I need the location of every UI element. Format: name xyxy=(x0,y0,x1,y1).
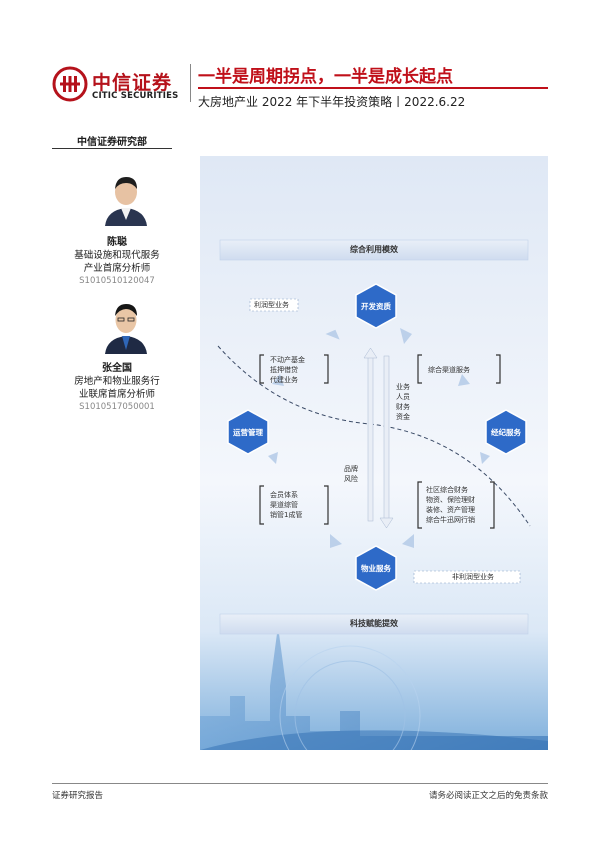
analyst-name: 张全国 xyxy=(102,363,132,374)
bracket-item: 综合渠道服务 xyxy=(428,366,470,374)
analyst-info: 张全国 房地产和物业服务行 业联席首席分析师 S1010517050001 xyxy=(52,362,182,414)
logo-chinese-name: 中信证券 xyxy=(92,72,173,94)
bracket-item: 代建业务 xyxy=(270,376,298,384)
person-icon xyxy=(101,296,151,354)
bracket-right-bottom: 社区综合财务 物资、保险理财 装修、资产管理 综合牛迅网行销 xyxy=(426,485,475,525)
analyst-certificate: S1010510120047 xyxy=(79,276,155,286)
center-item: 人员 xyxy=(396,393,410,401)
bracket-item: 不动产基金 xyxy=(270,356,305,364)
hex-left-label: 运营管理 xyxy=(233,428,263,437)
analyst-info: 陈聪 基础设施和现代服务 产业首席分析师 S1010510120047 xyxy=(52,236,182,288)
hex-left xyxy=(227,409,269,455)
logo-english-name: CITIC SECURITIES xyxy=(92,91,179,101)
bottom-bar-label: 科技赋能提效 xyxy=(350,619,398,628)
bracket-item: 综合牛迅网行销 xyxy=(426,516,475,524)
bracket-item: 物资、保险理财 xyxy=(426,496,475,504)
diagram-background xyxy=(200,156,548,750)
center-item: 业务 xyxy=(396,383,410,391)
person-icon xyxy=(101,168,151,226)
bracket-item: 抵押借贷 xyxy=(270,366,298,374)
report-title: 一半是周期拐点，一半是成长起点 xyxy=(198,67,453,87)
footer-report-type: 证券研究报告 xyxy=(52,791,104,801)
analyst-avatar xyxy=(101,168,151,226)
bracket-item: 会员体系 xyxy=(270,491,298,499)
analyst-name: 陈聪 xyxy=(107,237,127,248)
bracket-item: 渠道综管 xyxy=(270,501,298,509)
hex-right-label: 经纪服务 xyxy=(491,428,521,437)
analyst-title: 产业首席分析师 xyxy=(83,263,151,274)
bracket-right-top: 综合渠道服务 xyxy=(428,365,470,375)
bracket-item: 装修、资产管理 xyxy=(426,506,475,514)
hex-right xyxy=(485,409,527,455)
analyst-avatar xyxy=(101,296,151,354)
citic-logo-mark-icon xyxy=(52,66,88,102)
center-item: 风险 xyxy=(344,475,358,483)
center-left-labels: 品牌 风险 xyxy=(344,464,358,484)
footer-disclaimer-note: 请务必阅读正文之后的免责条款 xyxy=(428,791,548,801)
title-underline xyxy=(198,87,548,89)
center-item: 品牌 xyxy=(344,465,358,473)
header-separator xyxy=(190,64,191,102)
center-item: 资金 xyxy=(396,413,410,421)
analyst-certificate: S1010517050001 xyxy=(79,402,155,412)
center-item: 财务 xyxy=(396,403,410,411)
top-bar xyxy=(219,239,529,261)
top-bar-label: 综合利用模效 xyxy=(350,245,398,254)
analyst-title: 基础设施和现代服务 xyxy=(74,250,160,261)
business-model-diagram: 综合利用模效 科技赋能提效 开发资质 运营管理 经纪服务 物业服务 利润型业务 … xyxy=(200,156,548,750)
footer-divider xyxy=(52,783,548,784)
citic-logo: 中信证券 CITIC SECURITIES xyxy=(52,66,182,104)
bracket-left-top: 不动产基金 抵押借贷 代建业务 xyxy=(270,355,305,385)
center-right-labels: 业务 人员 财务 资金 xyxy=(396,382,410,422)
hex-bottom-label: 物业服务 xyxy=(361,564,391,573)
profit-business-tag: 利润型业务 xyxy=(254,301,289,309)
hex-top-label: 开发资质 xyxy=(361,302,391,311)
department-divider xyxy=(52,148,172,149)
bracket-item: 社区综合财务 xyxy=(426,486,468,494)
bracket-item: 销管1成管 xyxy=(270,511,303,519)
non-profit-business-tag: 非利润型业务 xyxy=(452,573,494,581)
analyst-title: 业联席首席分析师 xyxy=(78,389,155,400)
hex-bottom xyxy=(355,545,397,591)
hex-top xyxy=(355,283,397,329)
bracket-left-bottom: 会员体系 渠道综管 销管1成管 xyxy=(270,490,302,520)
report-subtitle: 大房地产业 2022 年下半年投资策略丨2022.6.22 xyxy=(198,95,466,109)
research-department: 中信证券研究部 xyxy=(77,137,147,148)
analyst-title: 房地产和物业服务行 xyxy=(74,376,160,387)
bottom-bar xyxy=(219,613,529,635)
